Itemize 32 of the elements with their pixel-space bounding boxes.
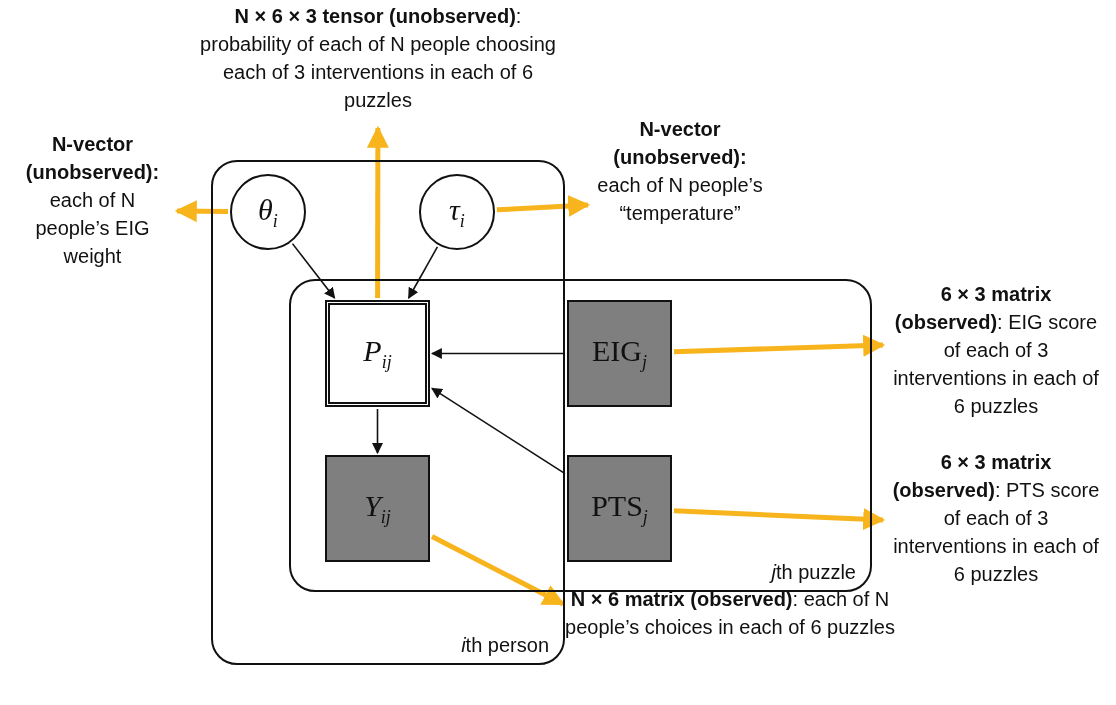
observed-node-box — [567, 300, 672, 407]
annotation-text: N × 6 matrix (observed): each of N people’s choices in each of 6 puzzles — [565, 587, 895, 640]
variable-label: EIG$_{j}$ — [592, 334, 647, 373]
plate-frame — [289, 279, 872, 592]
observed-node-box — [567, 455, 672, 562]
annotation-heading: N-vector (unobserved): — [24, 132, 161, 185]
arrow — [673, 508, 886, 531]
annotation-text: each of N people’s EIG weight — [34, 188, 151, 269]
annotation-text: 6 × 3 matrix (observed): PTS score of each of 3 interventions in each of 6 puzzles — [891, 450, 1101, 587]
plate-label: jth puzzle — [771, 561, 856, 584]
annotation-text: N × 6 × 3 tensor (unobserved): probability of each of N people choosing each of 3 interventions in each of 6 puzzles — [199, 4, 557, 113]
arrow — [430, 348, 566, 359]
plate-label: ith person — [461, 634, 549, 657]
observed-node-box — [325, 455, 430, 562]
arrow — [174, 200, 229, 223]
arrow — [291, 242, 336, 299]
deterministic-node-box — [325, 300, 430, 407]
arrow — [431, 387, 566, 475]
variable-label: PTS$_{j}$ — [591, 489, 648, 528]
annotation-text: 6 × 3 matrix (observed): EIG score of each of 3 interventions in each of 6 puzzles — [892, 282, 1100, 419]
arrow — [673, 334, 886, 357]
annotation-text: each of N people’s “temperature” — [596, 173, 764, 226]
variable-label: Y$_{ij}$ — [364, 489, 391, 528]
variable-label: P$_{ij}$ — [363, 334, 392, 373]
arrow — [366, 125, 389, 298]
arrow — [372, 408, 383, 455]
variable-label: τ$_{i}$ — [449, 192, 465, 232]
annotation-heading: N-vector (unobserved): — [612, 117, 748, 170]
variable-label: θ$_{i}$ — [258, 192, 278, 232]
arrow — [496, 195, 591, 217]
arrow — [430, 534, 565, 607]
arrow — [407, 246, 439, 299]
